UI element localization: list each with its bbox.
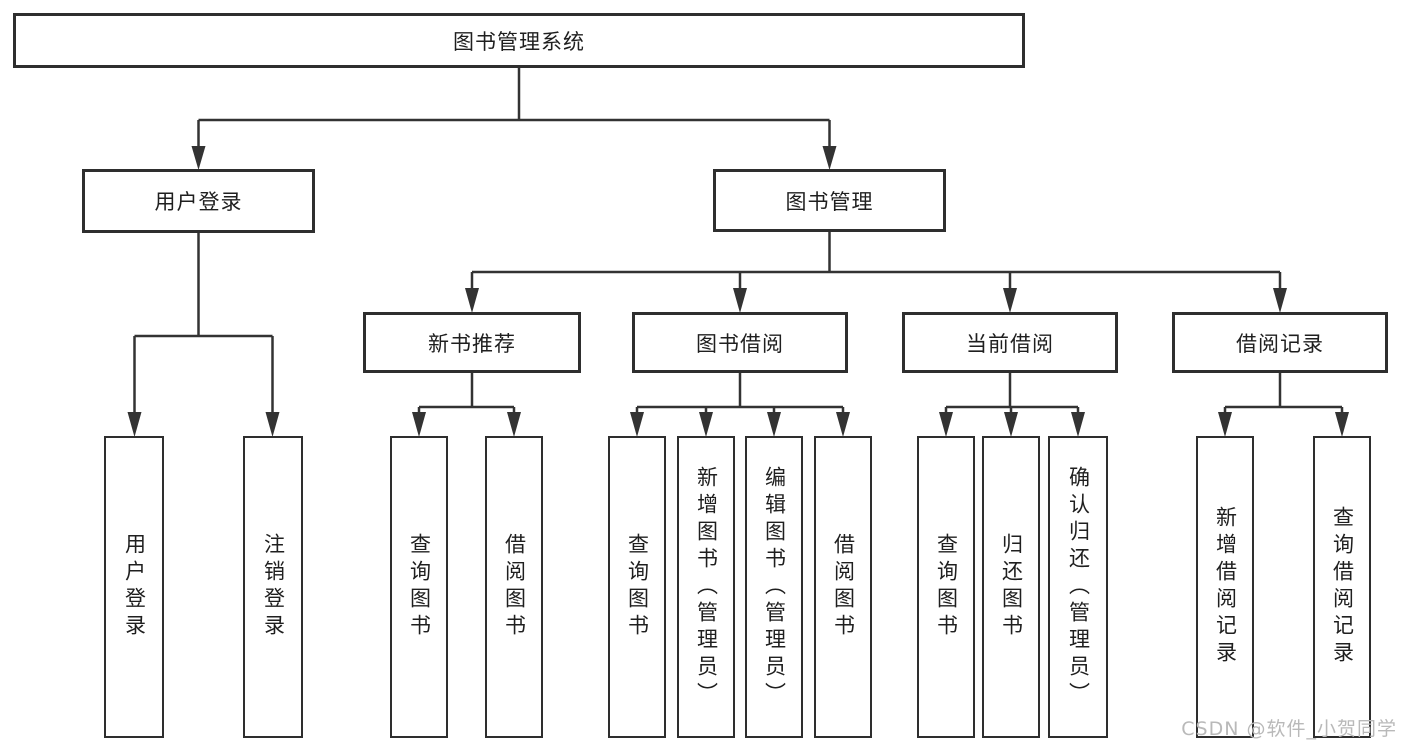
node-book-borrow: 图书借阅: [632, 312, 848, 373]
leaf-confirm-return-admin: 确认归还（管理员）: [1048, 436, 1108, 738]
leaf-newbook-query-books: 查询图书: [390, 436, 448, 738]
leaf-user-login-label: 用户登录: [122, 533, 147, 641]
arrowheads-records-branch: [1218, 412, 1349, 437]
node-new-book-recommend-label: 新书推荐: [428, 331, 516, 356]
node-book-management-label: 图书管理: [785, 189, 874, 214]
csdn-watermark: CSDN @软件_小贺同学: [1181, 718, 1397, 740]
arrowheads-borrow-branch: [630, 412, 850, 437]
leaf-current-query-books: 查询图书: [917, 436, 975, 738]
node-new-book-recommend: 新书推荐: [363, 312, 581, 373]
leaf-confirm-return-admin-label: 确认归还（管理员）: [1066, 465, 1091, 709]
leaf-query-borrow-record-label: 查询借阅记录: [1330, 506, 1355, 668]
node-current-borrow: 当前借阅: [902, 312, 1118, 373]
connector-management-branch: [470, 232, 1282, 290]
node-user-login-label: 用户登录: [154, 190, 243, 214]
connector-current-branch: [944, 373, 1080, 414]
leaf-borrow-books: 借阅图书: [814, 436, 872, 738]
arrowheads-newbook-branch: [412, 412, 521, 437]
leaf-newbook-borrow-books-label: 借阅图书: [502, 533, 527, 641]
leaf-borrow-query-books: 查询图书: [608, 436, 666, 738]
leaf-return-books: 归还图书: [982, 436, 1040, 738]
arrowheads-current-branch: [939, 412, 1085, 437]
leaf-user-login: 用户登录: [104, 436, 164, 738]
leaf-query-borrow-record: 查询借阅记录: [1313, 436, 1371, 738]
leaf-add-borrow-record-label: 新增借阅记录: [1213, 506, 1238, 668]
arrowheads-management-branch: [465, 288, 1287, 313]
node-borrow-records-label: 借阅记录: [1236, 331, 1324, 356]
node-borrow-records: 借阅记录: [1172, 312, 1388, 373]
connector-root-branch: [197, 68, 831, 148]
arrowheads-login-branch: [127, 412, 280, 437]
node-book-management: 图书管理: [713, 169, 946, 232]
connector-newbook-branch: [417, 373, 516, 414]
leaf-edit-books-admin-label: 编辑图书（管理员）: [762, 465, 787, 709]
connector-borrow-branch: [635, 373, 845, 414]
node-current-borrow-label: 当前借阅: [966, 331, 1054, 356]
leaf-newbook-borrow-books: 借阅图书: [485, 436, 543, 738]
node-root-label: 图书管理系统: [453, 29, 585, 54]
leaf-edit-books-admin: 编辑图书（管理员）: [745, 436, 803, 738]
leaf-borrow-books-label: 借阅图书: [831, 533, 856, 641]
leaf-newbook-query-books-label: 查询图书: [407, 533, 432, 641]
leaf-add-borrow-record: 新增借阅记录: [1196, 436, 1254, 738]
arrowheads-root-branch: [191, 146, 837, 170]
connector-login-branch: [133, 233, 274, 414]
leaf-add-books-admin: 新增图书（管理员）: [677, 436, 735, 738]
node-root: 图书管理系统: [13, 13, 1025, 68]
leaf-borrow-query-books-label: 查询图书: [625, 533, 650, 641]
node-book-borrow-label: 图书借阅: [696, 331, 784, 356]
leaf-logout: 注销登录: [243, 436, 303, 738]
connector-records-branch: [1223, 373, 1344, 414]
leaf-current-query-books-label: 查询图书: [934, 533, 959, 641]
leaf-add-books-admin-label: 新增图书（管理员）: [694, 465, 719, 709]
leaf-logout-label: 注销登录: [261, 533, 286, 641]
node-user-login: 用户登录: [82, 169, 315, 233]
leaf-return-books-label: 归还图书: [999, 533, 1024, 641]
